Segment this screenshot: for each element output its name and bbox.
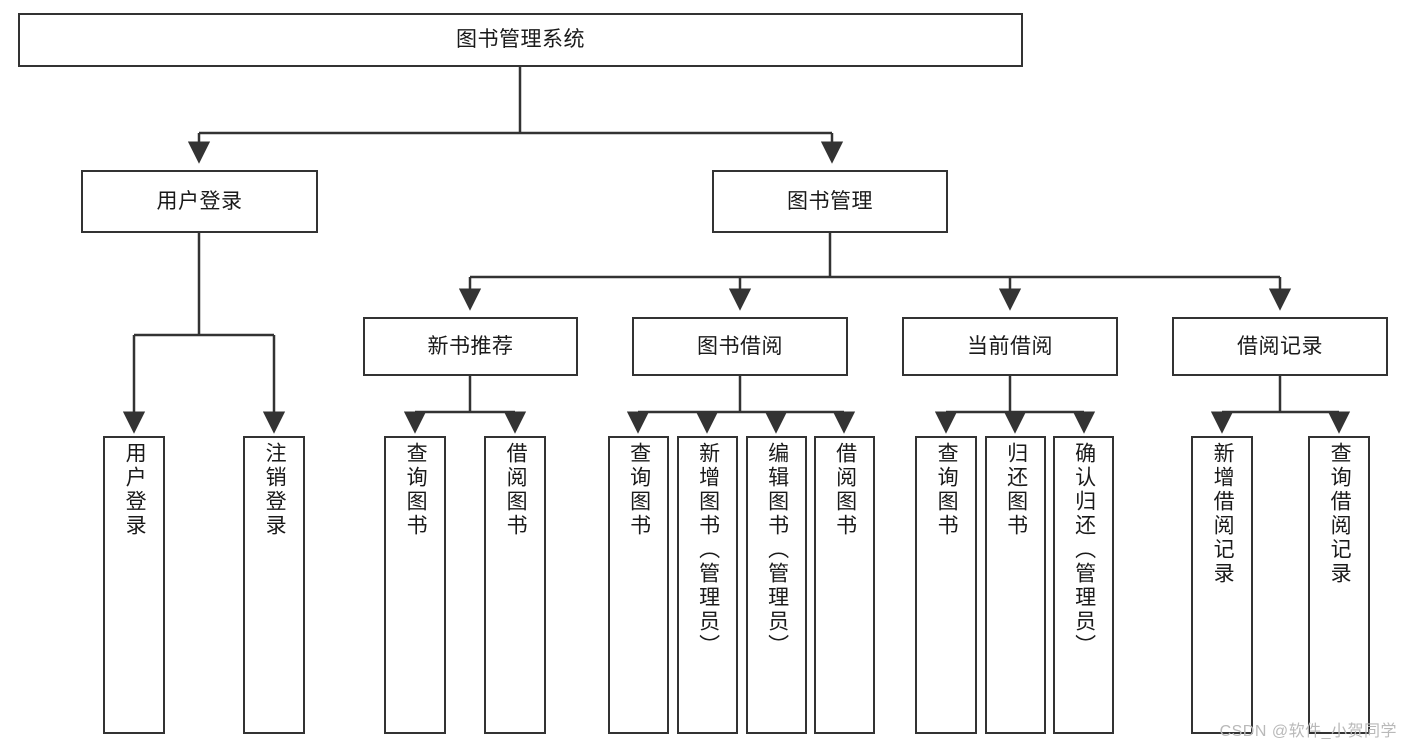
leaf-user-login-login-label: 用户登录 (123, 442, 147, 538)
leaf-current-query-book[interactable]: 查询图书 (915, 436, 977, 734)
node-user-login-label: 用户登录 (156, 189, 243, 213)
leaf-recommend-borrow-book[interactable]: 借阅图书 (484, 436, 546, 734)
leaf-current-confirm-return[interactable]: 确认归还（管理员） (1053, 436, 1114, 734)
leaf-recommend-borrow-book-label: 借阅图书 (504, 442, 528, 538)
node-user-login[interactable]: 用户登录 (81, 170, 318, 233)
leaf-borrow-edit-book[interactable]: 编辑图书（管理员） (746, 436, 807, 734)
leaf-record-query-record[interactable]: 查询借阅记录 (1308, 436, 1370, 734)
node-borrow-record-label: 借阅记录 (1237, 334, 1323, 358)
leaf-borrow-query-book[interactable]: 查询图书 (608, 436, 669, 734)
node-new-book-recommend-label: 新书推荐 (427, 334, 514, 358)
leaf-user-login-logout[interactable]: 注销登录 (243, 436, 305, 734)
node-new-book-recommend[interactable]: 新书推荐 (363, 317, 578, 376)
node-current-borrow-label: 当前借阅 (967, 334, 1053, 358)
leaf-borrow-add-book[interactable]: 新增图书（管理员） (677, 436, 738, 734)
node-book-management[interactable]: 图书管理 (712, 170, 948, 233)
leaf-current-query-book-label: 查询图书 (935, 442, 959, 538)
node-current-borrow[interactable]: 当前借阅 (902, 317, 1118, 376)
node-book-borrow-label: 图书借阅 (697, 334, 783, 358)
leaf-borrow-add-book-label: 新增图书（管理员） (696, 442, 720, 658)
leaf-current-return-book[interactable]: 归还图书 (985, 436, 1046, 734)
node-book-borrow[interactable]: 图书借阅 (632, 317, 848, 376)
leaf-borrow-query-book-label: 查询图书 (627, 442, 651, 538)
leaf-recommend-query-book-label: 查询图书 (404, 442, 428, 538)
watermark: CSDN @软件_小贺同学 (1219, 723, 1397, 740)
leaf-borrow-edit-book-label: 编辑图书（管理员） (765, 442, 789, 658)
leaf-borrow-borrow-book-label: 借阅图书 (833, 442, 857, 538)
leaf-record-add-record-label: 新增借阅记录 (1211, 442, 1235, 586)
leaf-borrow-borrow-book[interactable]: 借阅图书 (814, 436, 875, 734)
leaf-user-login-logout-label: 注销登录 (263, 442, 287, 538)
node-root-system-label: 图书管理系统 (456, 28, 585, 52)
leaf-record-query-record-label: 查询借阅记录 (1328, 442, 1352, 586)
node-root-system[interactable]: 图书管理系统 (18, 13, 1023, 67)
node-book-management-label: 图书管理 (787, 189, 873, 213)
leaf-current-confirm-return-label: 确认归还（管理员） (1072, 442, 1096, 658)
leaf-user-login-login[interactable]: 用户登录 (103, 436, 165, 734)
node-borrow-record[interactable]: 借阅记录 (1172, 317, 1388, 376)
leaf-recommend-query-book[interactable]: 查询图书 (384, 436, 446, 734)
leaf-current-return-book-label: 归还图书 (1004, 442, 1028, 538)
leaf-record-add-record[interactable]: 新增借阅记录 (1191, 436, 1253, 734)
